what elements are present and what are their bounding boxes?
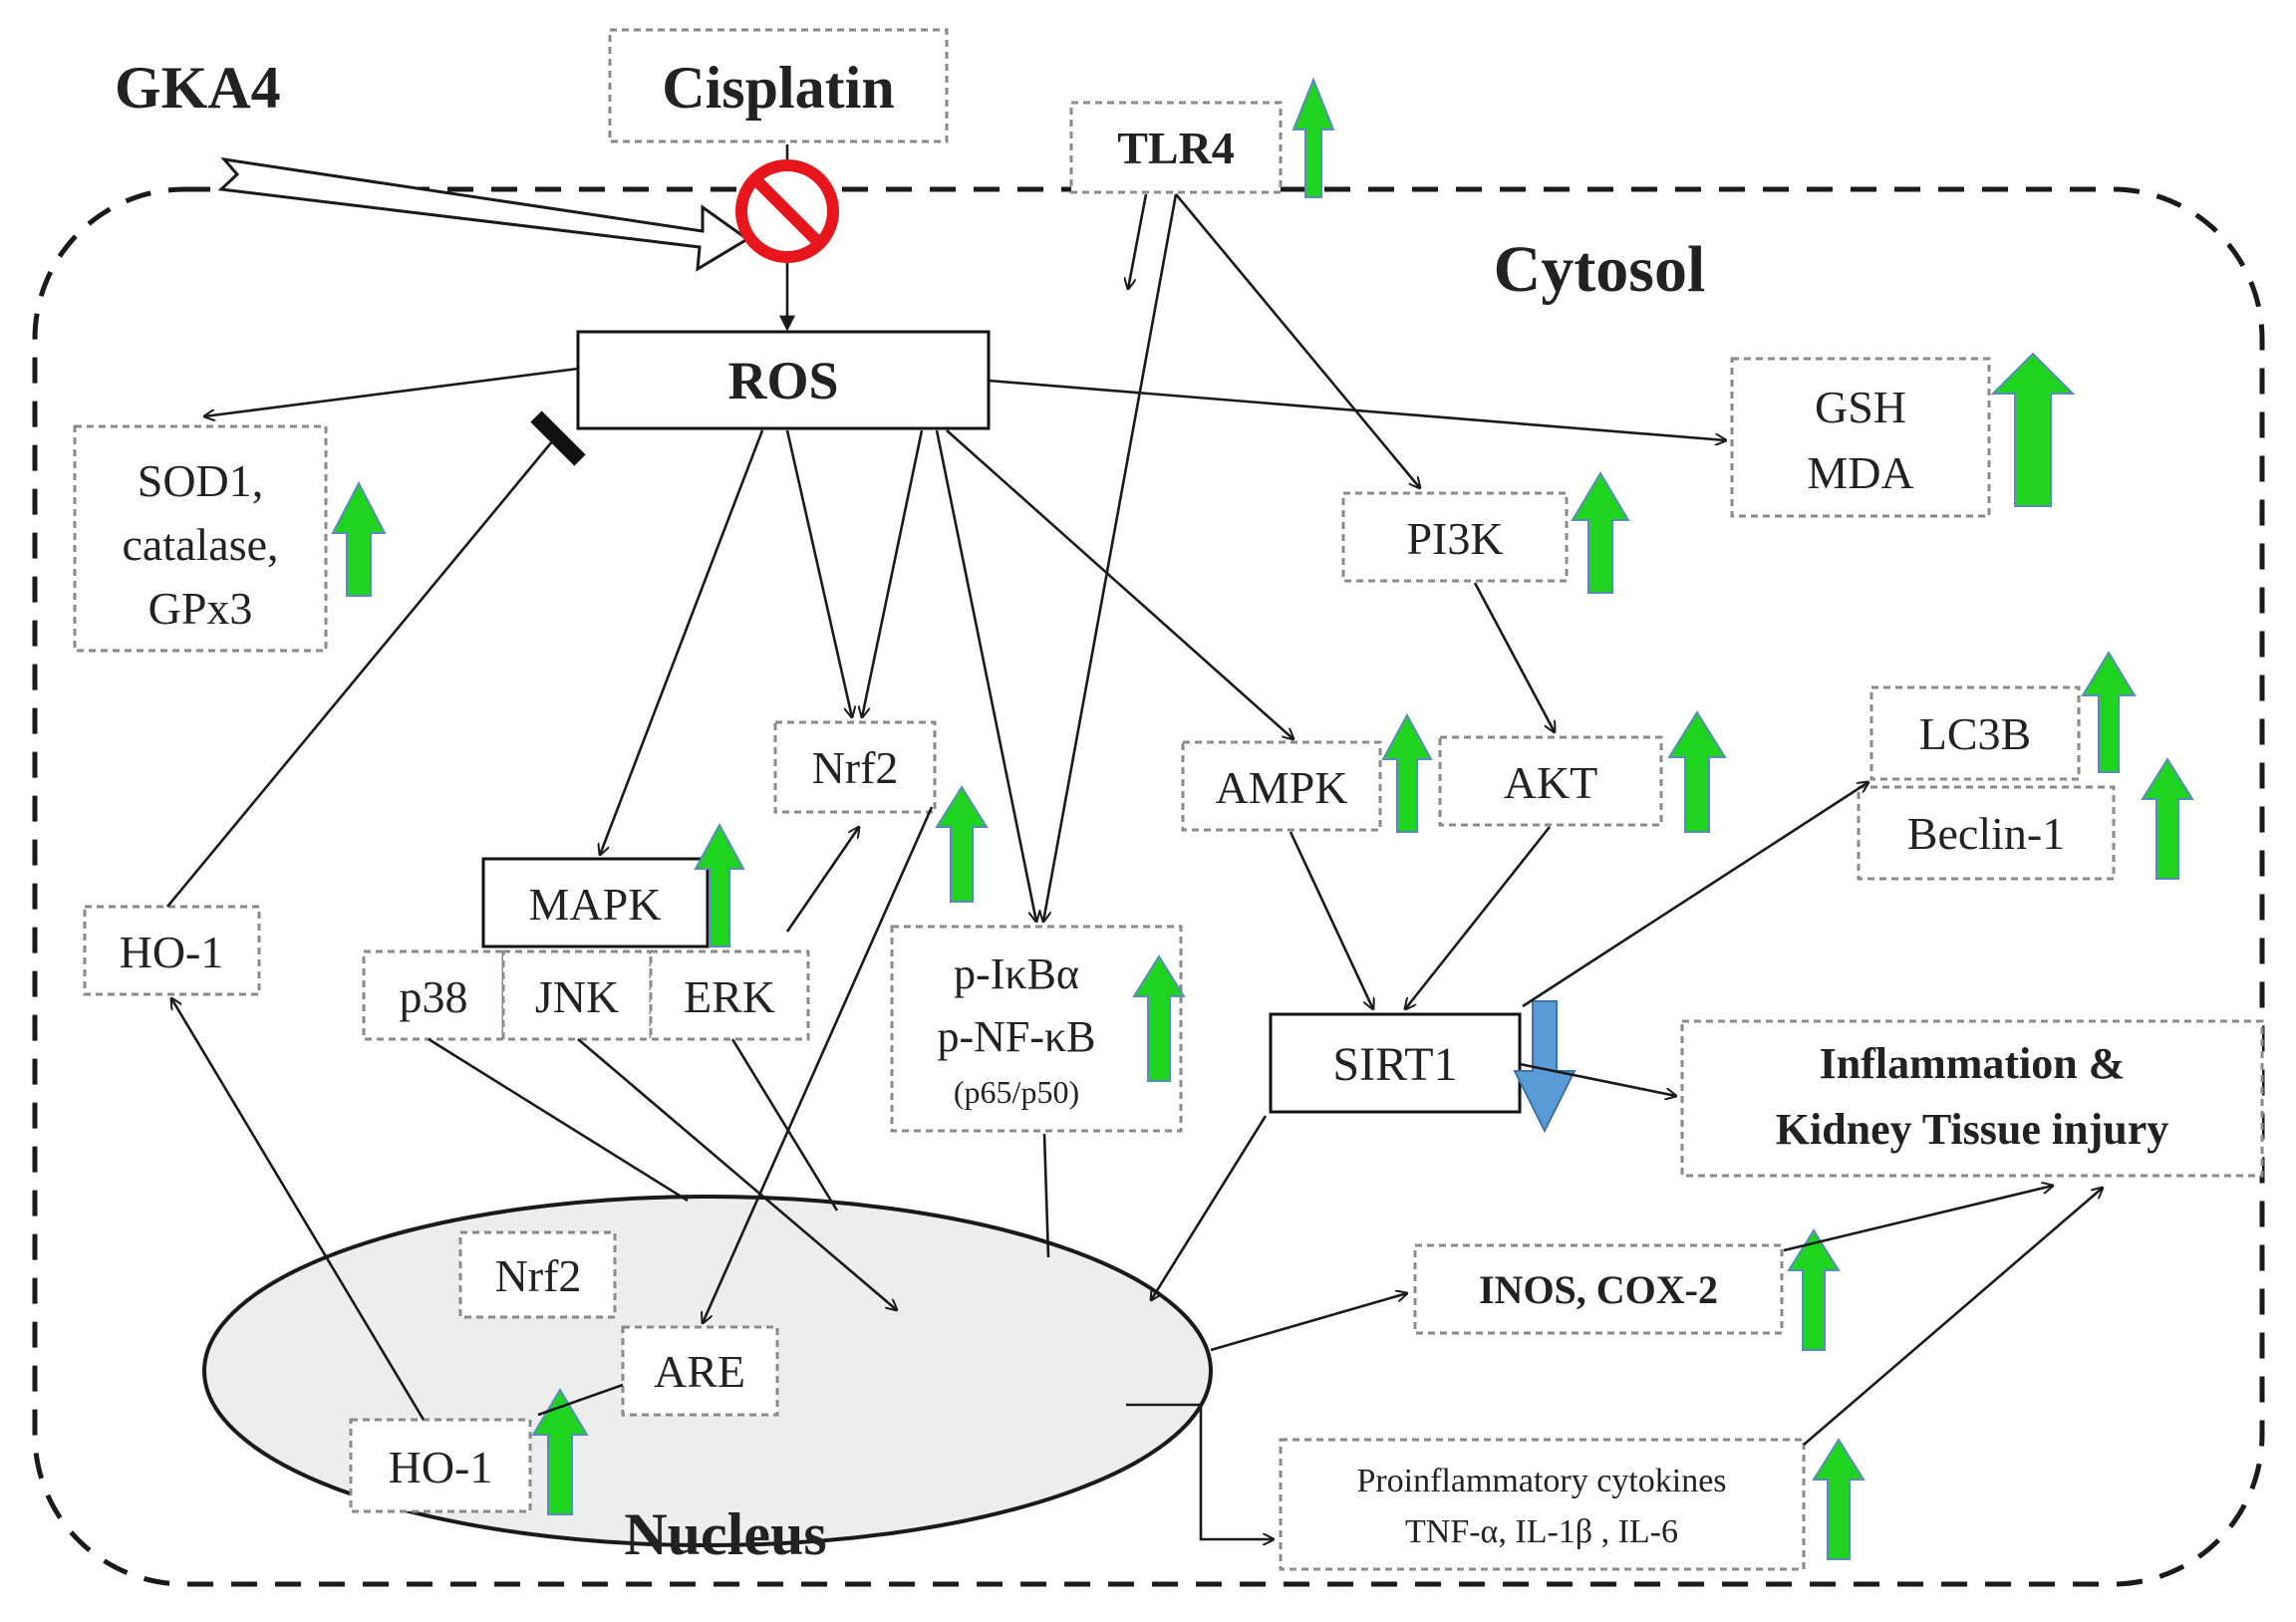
sirt1-box <box>1269 1012 1522 1114</box>
inos-cox2-box <box>1413 1243 1784 1335</box>
are-box <box>621 1325 779 1417</box>
antioxidants-box <box>73 424 328 653</box>
are-label: ARE <box>654 1346 745 1397</box>
pikba-label: p-IκBα <box>954 949 1079 998</box>
cytokines-box <box>1279 1438 1806 1571</box>
cisplatin-box <box>608 28 949 143</box>
pnfkb-label: p-NF-κB <box>937 1012 1095 1061</box>
beclin1-box <box>1857 785 2116 881</box>
nrf2-cytosol-label: Nrf2 <box>812 742 899 793</box>
ros-inhibition-bar <box>530 410 586 466</box>
erk-box <box>649 949 810 1041</box>
inos-cox2-up-arrow-icon <box>1787 1228 1841 1351</box>
antioxidants-up-arrow-icon <box>331 480 387 597</box>
nrf2-nucleus-label: Nrf2 <box>495 1250 582 1301</box>
lc3b-up-arrow-icon <box>2081 651 2137 773</box>
kidney-injury-label: Kidney Tissue injury <box>1776 1105 2169 1154</box>
cytokines-title: Proinflammatory cytokines <box>1356 1463 1726 1499</box>
ampk-up-arrow-icon <box>1381 712 1433 833</box>
catalase-label: catalase, <box>122 519 278 570</box>
inos-cox2-label: INOS, COX-2 <box>1479 1267 1718 1312</box>
mapk-box <box>481 857 710 948</box>
ho1-cytosol-box <box>83 905 261 996</box>
mda-label: MDA <box>1807 447 1913 498</box>
nrf2-up-arrow-icon <box>935 785 989 903</box>
nfkb-up-arrow-icon <box>1132 954 1186 1082</box>
gsh-label: GSH <box>1815 382 1906 432</box>
akt-up-arrow-icon <box>1667 710 1727 833</box>
tlr4-up-arrow-icon <box>1292 77 1335 198</box>
cisplatin-label: Cisplatin <box>662 55 894 121</box>
ho1-nucleus-label: HO-1 <box>389 1442 493 1492</box>
cytosol-boundary <box>32 186 2265 1587</box>
cytokines-up-arrow-icon <box>1812 1438 1866 1560</box>
ho1-cytosol-label: HO-1 <box>120 927 224 977</box>
p38-box <box>362 949 505 1041</box>
akt-box <box>1438 735 1663 827</box>
gsh-mda-box <box>1730 357 1991 518</box>
sirt1-down-arrow-icon <box>1513 1000 1577 1134</box>
nfkb-box <box>890 925 1183 1133</box>
p38-label: p38 <box>400 971 468 1022</box>
pi3k-box <box>1341 491 1569 583</box>
nrf2-cytosol-box <box>773 720 937 814</box>
gpx3-label: GPx3 <box>148 583 253 634</box>
jnk-box <box>501 949 653 1041</box>
nrf2-nucleus-box <box>458 1230 617 1319</box>
cytosol-label: Cytosol <box>1494 233 1706 306</box>
ho1-nucleus-up-arrow-icon <box>531 1388 589 1515</box>
jnk-label: JNK <box>535 971 619 1022</box>
p65p50-label: (p65/p50) <box>954 1074 1079 1110</box>
beclin1-up-arrow-icon <box>2141 757 2194 880</box>
erk-label: ERK <box>684 971 775 1022</box>
gka4-inhibition-arrow <box>217 156 750 272</box>
inflammation-box <box>1680 1019 2264 1178</box>
ros-box <box>576 330 991 430</box>
nucleus-label: Nucleus <box>624 1501 826 1567</box>
gsh-mda-up-arrow-icon <box>1990 352 2076 507</box>
connector-arrows <box>165 193 2103 1539</box>
mapk-up-arrow-icon <box>694 822 745 947</box>
sirt1-label: SIRT1 <box>1332 1038 1457 1091</box>
tlr4-label: TLR4 <box>1117 123 1235 173</box>
mapk-label: MAPK <box>529 879 662 930</box>
akt-label: AKT <box>1504 757 1598 808</box>
tlr4-box <box>1069 101 1283 194</box>
inhibition-sign-icon <box>735 159 839 263</box>
ho1-nucleus-box <box>349 1418 532 1513</box>
ros-label: ROS <box>727 351 838 410</box>
inflammation-label: Inflammation & <box>1820 1039 2126 1088</box>
ampk-label: AMPK <box>1216 762 1348 813</box>
lc3b-label: LC3B <box>1919 708 2031 759</box>
cytokines-list: TNF-α, IL-1β , IL-6 <box>1405 1513 1678 1550</box>
lc3b-box <box>1869 685 2081 781</box>
ampk-box <box>1181 740 1382 832</box>
pi3k-label: PI3K <box>1406 513 1503 564</box>
pi3k-up-arrow-icon <box>1571 471 1630 594</box>
sod1-label: SOD1, <box>138 455 264 506</box>
beclin1-label: Beclin-1 <box>1907 808 2065 859</box>
gka4-label: GKA4 <box>115 55 281 121</box>
